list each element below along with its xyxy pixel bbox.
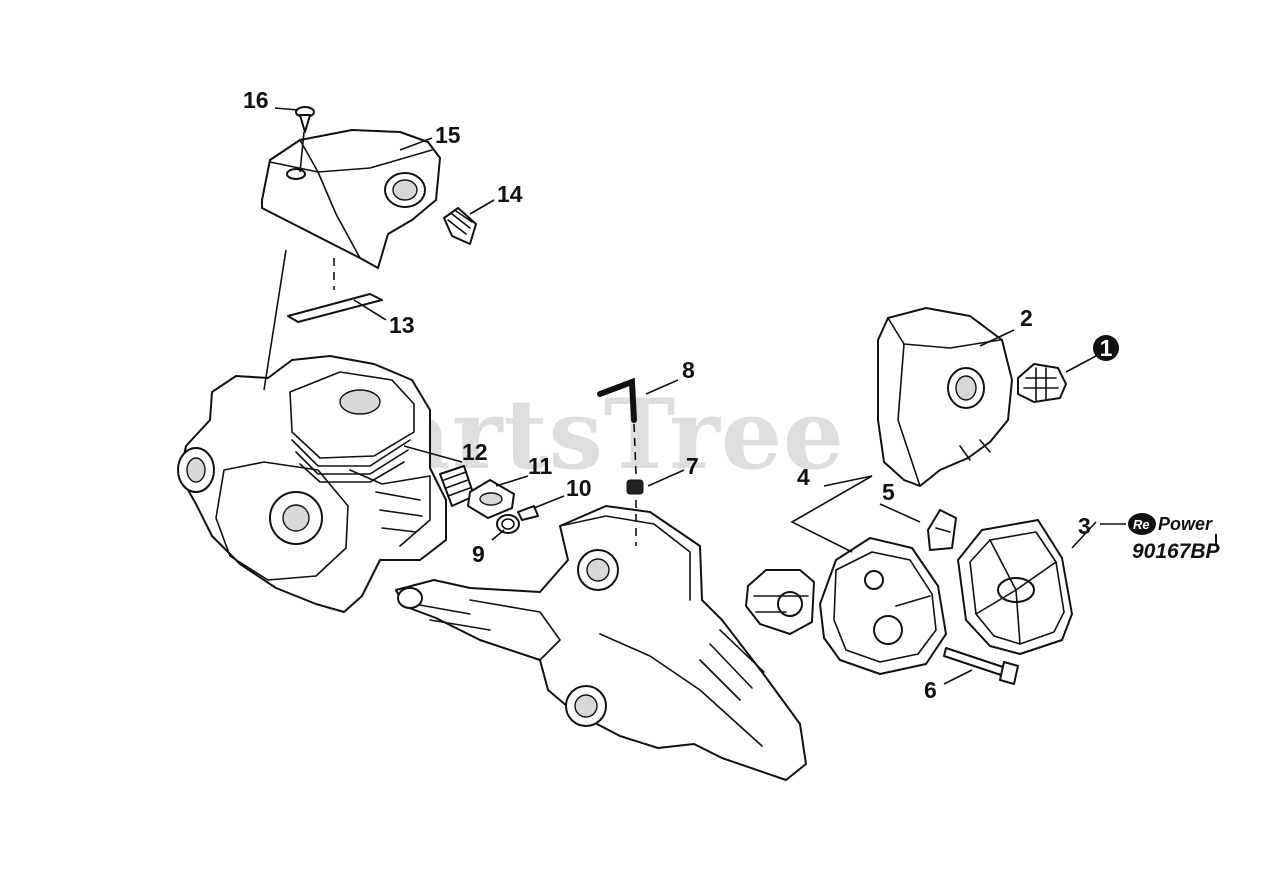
part-7-grommet[interactable] [626,479,644,495]
callout-15[interactable]: 15 [435,122,461,148]
callout-1[interactable]: 1 [1100,335,1113,361]
part-8-fuel-hose[interactable] [597,377,637,475]
callout-4[interactable]: 4 [797,464,810,490]
part-10-screw[interactable] [517,505,539,521]
callout-10[interactable]: 10 [566,475,592,501]
callout-8[interactable]: 8 [682,357,695,383]
part-5-bracket[interactable] [927,509,957,551]
part-13-gasket[interactable] [287,293,383,323]
callout-2[interactable]: 2 [1020,305,1033,331]
callout-5[interactable]: 5 [882,479,895,505]
part-15-cylinder-cover[interactable] [261,129,441,269]
part-3-air-filter[interactable] [957,519,1073,655]
callout-9[interactable]: 9 [472,541,485,567]
callout-11[interactable]: 11 [528,453,553,479]
repower-brand: Power [1158,514,1213,534]
callout-14[interactable]: 14 [497,181,523,207]
callout-13[interactable]: 13 [389,312,415,338]
part-16-screw[interactable] [295,106,315,133]
part-11-flange[interactable] [467,479,515,519]
repower-badge-mark [1128,513,1156,535]
leader-lines [263,107,1126,685]
callout-6[interactable]: 6 [924,677,937,703]
repower-badge-text: Re [1133,517,1150,532]
repower-part-number: 90167BP [1132,540,1221,563]
part-4-filter-housing[interactable] [819,537,947,675]
callout-7[interactable]: 7 [686,453,699,479]
tank-handle-housing[interactable] [395,505,807,781]
engine-cylinder-crankcase[interactable] [177,355,447,613]
part-6-bolt[interactable] [943,647,1019,685]
part-14-filter[interactable] [443,207,477,245]
part-9-o-ring[interactable] [496,514,520,534]
callout-labels: 16 15 14 13 12 11 10 9 8 7 2 1 4 5 3 6 [243,87,1119,703]
part-1-filter-element[interactable] [1017,363,1067,403]
callout-12[interactable]: 12 [462,439,488,465]
callout-1-badge[interactable]: 1 [1093,335,1119,361]
part-4-carburetor[interactable] [745,569,815,635]
repower-logo: Re Power 90167BP [1128,513,1221,563]
callout-3[interactable]: 3 [1078,513,1091,539]
callout-16[interactable]: 16 [243,87,269,113]
part-2-filter-cover[interactable] [877,307,1013,487]
